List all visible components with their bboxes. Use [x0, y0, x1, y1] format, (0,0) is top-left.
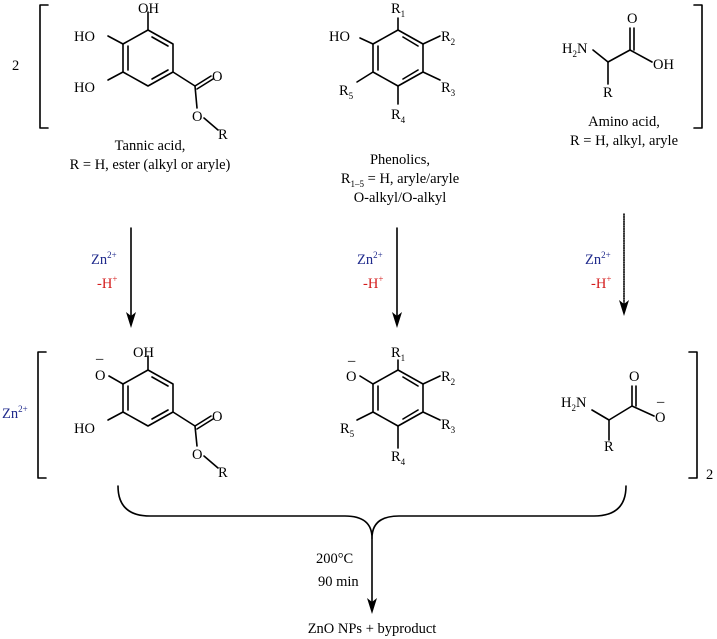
amino-h2n: H2N [562, 41, 588, 59]
tannate-ho-bot: HO [74, 421, 95, 437]
tannate-oh-top: OH [133, 345, 154, 361]
tannate-minus-sign: – [96, 351, 104, 367]
top-coefficient: 2 [12, 58, 20, 74]
amino-oh: OH [653, 57, 674, 73]
tannic-carbonyl-o: O [212, 69, 223, 85]
phenolate-o-minus: O [346, 369, 357, 385]
bottom-left-bracket [37, 351, 47, 479]
phenolate-minus-sign: – [348, 353, 356, 369]
tannic-ester-o: O [192, 109, 203, 125]
aminoate-minus-sign: – [657, 394, 665, 410]
phenolic-r1: R1 [391, 1, 406, 19]
tannic-ho-mid: HO [74, 29, 95, 45]
phenolate-structure [356, 359, 441, 449]
bottom-right-bracket [688, 351, 698, 479]
top-right-bracket [693, 4, 703, 129]
final-temperature: 200°C [316, 551, 354, 567]
top-left-bracket [39, 4, 49, 129]
phenolic-r3: R3 [441, 80, 456, 98]
reagent-zn-left: Zn2+ [91, 250, 117, 268]
aminoate-o-minus: O [655, 410, 666, 426]
tannate-ester-r: R [218, 465, 228, 481]
reagent-h-right: -H+ [591, 274, 612, 292]
tannate-structure [107, 355, 219, 469]
amino-caption-line1: Amino acid, [588, 114, 660, 130]
reagent-h-left: -H+ [97, 274, 118, 292]
tannic-caption-line1: Tannic acid, [114, 138, 186, 154]
tannic-acid-structure [107, 11, 219, 131]
bottom-zn-label: Zn2+ [2, 404, 28, 422]
final-time: 90 min [318, 574, 359, 590]
aminoate-carbonyl-o: O [629, 369, 640, 385]
reagent-zn-right: Zn2+ [585, 250, 611, 268]
phenolic-r4: R4 [391, 107, 406, 125]
tannate-o-minus: O [95, 368, 106, 384]
phenolic-ho: HO [329, 29, 350, 45]
aminoate-structure [591, 385, 655, 441]
phenolate-r2: R2 [441, 369, 456, 387]
arrowhead-right [619, 300, 629, 316]
reagent-h-middle: -H+ [363, 274, 384, 292]
tannic-oh-top: OH [138, 1, 159, 17]
phenolic-r2: R2 [441, 29, 456, 47]
phenolate-r4: R4 [391, 449, 406, 467]
arrowhead-final [367, 598, 377, 614]
arrowhead-middle [392, 312, 402, 328]
phenolic-caption-line3: O-alkyl/O-alkyl [353, 190, 447, 206]
reagent-zn-middle: Zn2+ [357, 250, 383, 268]
aminoate-r: R [604, 439, 614, 455]
tannate-carbonyl-o: O [212, 409, 223, 425]
amino-r: R [603, 85, 613, 101]
amino-acid-structure [592, 27, 653, 85]
phenolate-r5: R5 [340, 421, 355, 439]
amino-carbonyl-o: O [627, 11, 638, 27]
tannic-ho-bot: HO [74, 80, 95, 96]
bottom-coefficient: 2 [706, 467, 714, 483]
tannic-ester-r: R [218, 127, 228, 143]
convergence-brace [117, 485, 627, 539]
tannic-caption-line2: R = H, ester (alkyl or aryle) [69, 157, 231, 173]
phenolic-caption-line2: R1–5 = H, aryle/aryle [340, 171, 460, 189]
phenolate-r1: R1 [391, 345, 406, 363]
phenolic-r5: R5 [339, 83, 354, 101]
tannate-ester-o: O [192, 447, 203, 463]
arrowhead-left [126, 312, 136, 328]
aminoate-h2n: H2N [561, 395, 587, 413]
phenolic-caption-line1: Phenolics, [369, 152, 430, 168]
phenolic-structure [356, 17, 441, 105]
amino-caption-line2: R = H, alkyl, aryle [569, 133, 679, 149]
phenolate-r3: R3 [441, 417, 456, 435]
final-product: ZnO NPs + byproduct [307, 621, 437, 637]
